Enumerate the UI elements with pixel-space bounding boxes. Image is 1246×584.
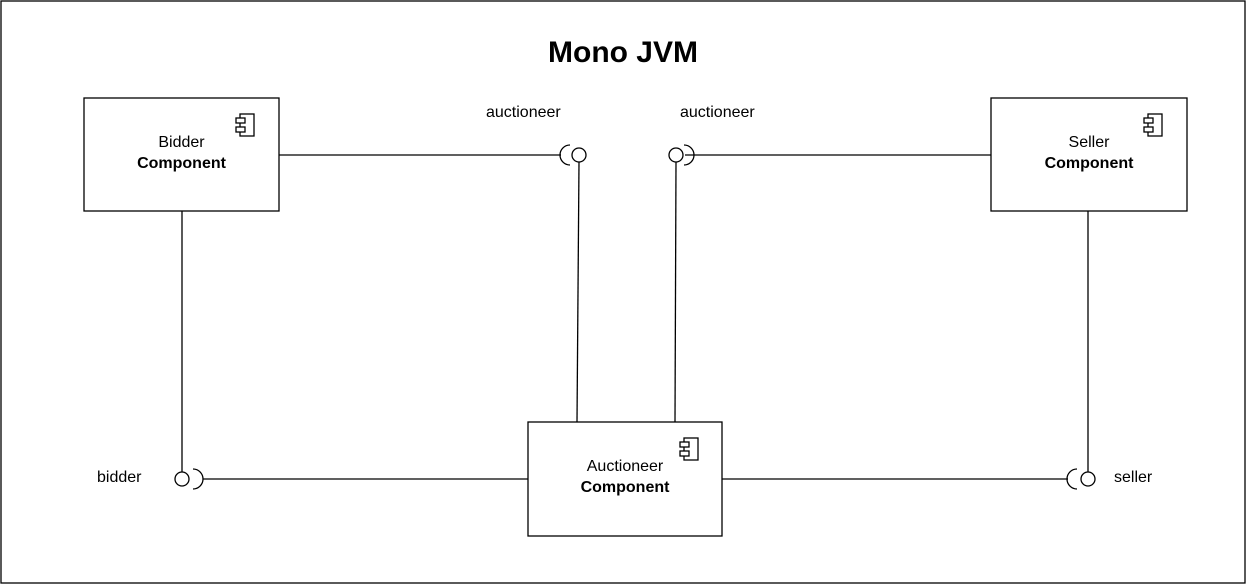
component-icon (679, 437, 699, 461)
bidder-requires-auctioneer (279, 144, 571, 166)
auctioneer-provided-right (668, 147, 684, 423)
bidder-component[interactable] (83, 97, 280, 212)
seller-component[interactable] (990, 97, 1188, 212)
bidder-stereotype: Component (137, 155, 226, 172)
auctioneer-name: Auctioneer (586, 458, 664, 475)
seller-requires-auctioneer (683, 144, 991, 166)
seller-stereotype: Component (1044, 155, 1134, 172)
auctioneer-provided-left (571, 147, 587, 423)
component-icon (1143, 113, 1163, 137)
seller-name: Seller (1068, 134, 1110, 151)
auctioneer-requires-bidder (192, 468, 528, 490)
interface-label-auctioneer-right: auctioneer (680, 104, 755, 121)
interface-label-seller: seller (1114, 469, 1153, 486)
seller-component-label: Seller Component (991, 132, 1187, 174)
bidder-provided-interface (174, 211, 190, 487)
auctioneer-stereotype: Component (580, 479, 670, 496)
bidder-component-label: Bidder Component (84, 132, 279, 174)
interface-label-bidder: bidder (97, 469, 142, 486)
seller-provided-interface (1080, 211, 1096, 487)
interface-label-auctioneer-left: auctioneer (486, 104, 561, 121)
auctioneer-requires-seller (722, 468, 1078, 490)
diagram-title: Mono JVM (548, 36, 698, 69)
bidder-name: Bidder (158, 134, 205, 151)
auctioneer-component-label: Auctioneer Component (528, 456, 722, 498)
component-icon (235, 113, 255, 137)
